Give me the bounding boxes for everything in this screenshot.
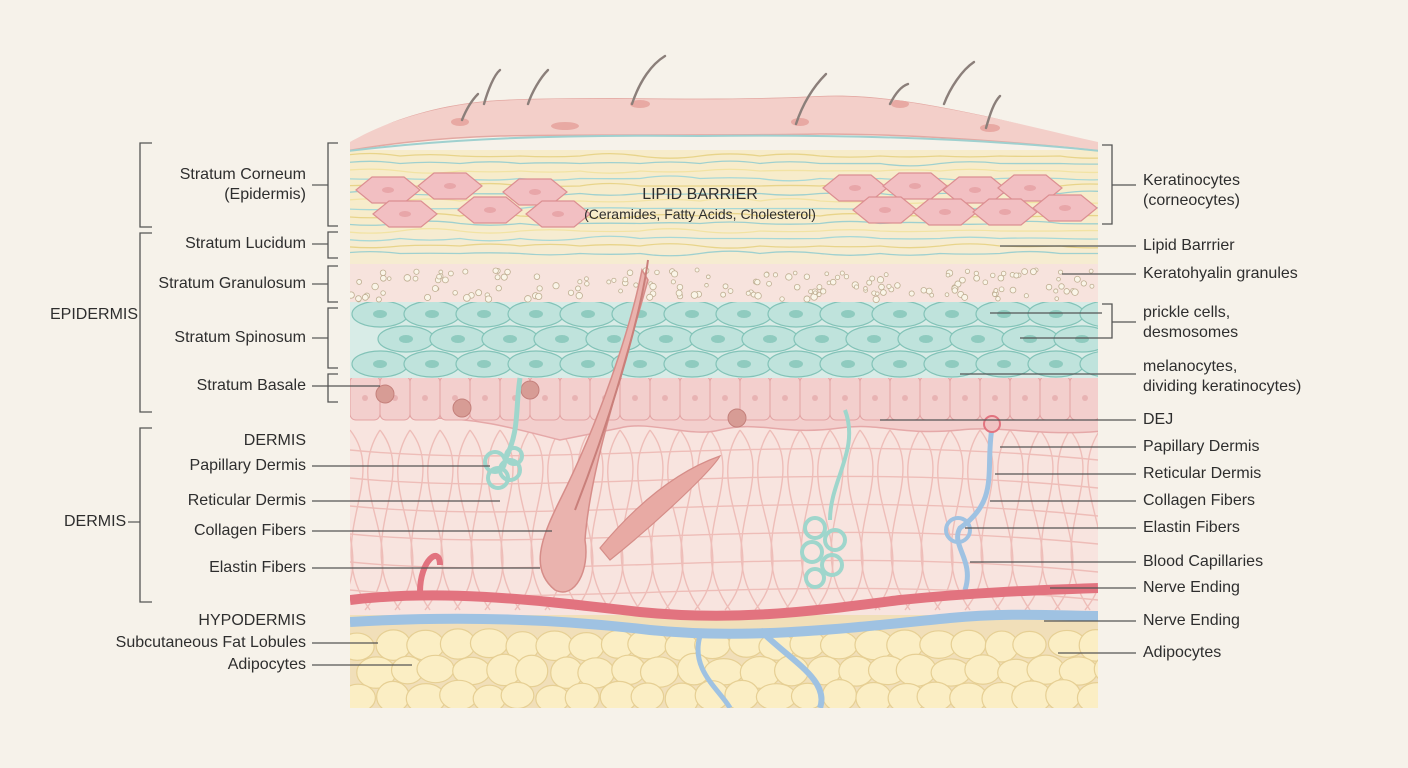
sweat-gland-2 <box>800 516 847 589</box>
prickle-cells <box>351 300 1098 378</box>
label-dej: DEJ <box>1143 411 1174 428</box>
artery <box>350 583 1098 621</box>
label-keratinocytes-sub: (corneocytes) <box>1143 192 1240 209</box>
nerve-loop <box>944 516 972 544</box>
lipid-barrier-title: LIPID BARRIER <box>642 186 758 203</box>
label-collagen-fibers-left: Collagen Fibers <box>193 522 306 539</box>
corneocytes <box>355 172 1098 228</box>
arrector-pili-muscle <box>599 454 722 561</box>
right-brackets <box>1102 144 1113 339</box>
label-reticular-dermis-left: Reticular Dermis <box>187 492 306 509</box>
label-nerve-ending-1: Nerve Ending <box>1143 579 1240 596</box>
label-adipocytes-right: Adipocytes <box>1143 644 1222 661</box>
label-epidermis: EPIDERMIS <box>50 306 139 323</box>
collagen-fibers <box>350 429 1098 611</box>
label-elastin-fibers-right: Elastin Fibers <box>1143 519 1240 536</box>
label-fat-lobules: Subcutaneous Fat Lobules <box>115 634 306 651</box>
label-dermis-group: DERMIS <box>64 513 127 530</box>
label-hypodermis: HYPODERMIS <box>198 612 306 629</box>
basal-cells <box>350 375 1098 428</box>
label-nerve-ending-2: Nerve Ending <box>1143 612 1240 629</box>
left-leader-lines <box>128 184 552 666</box>
label-stratum-granulosum: Stratum Granulosum <box>158 275 306 292</box>
label-keratinocytes: Keratinocytes <box>1143 172 1240 189</box>
label-stratum-basale: Stratum Basale <box>196 377 306 394</box>
lipid-barrier-subtitle: (Ceramides, Fatty Acids, Cholesterol) <box>584 206 816 222</box>
label-blood-capillaries: Blood Capillaries <box>1143 553 1264 570</box>
label-melanocytes: melanocytes, <box>1143 358 1238 375</box>
label-reticular-dermis-right: Reticular Dermis <box>1143 465 1262 482</box>
label-adipocytes-left: Adipocytes <box>227 656 306 673</box>
label-stratum-corneum: Stratum Corneum <box>179 166 306 183</box>
artery-loop <box>417 553 443 593</box>
label-lipid-barrier: Lipid Barrrier <box>1143 237 1235 254</box>
label-dermis-heading: DERMIS <box>243 432 306 449</box>
label-stratum-corneum-sub: (Epidermis) <box>224 186 306 203</box>
nerve-terminal <box>983 415 1001 433</box>
label-keratohyalin: Keratohyalin granules <box>1143 265 1298 282</box>
label-stratum-lucidum: Stratum Lucidum <box>185 235 306 252</box>
label-dividing-keratinocytes: dividing keratinocytes) <box>1143 378 1302 395</box>
label-stratum-spinosum: Stratum Spinosum <box>174 329 306 346</box>
surface-underline <box>350 134 1098 153</box>
sweat-duct-2 <box>828 409 852 521</box>
hair-shaft <box>574 259 649 511</box>
hairs <box>460 54 1002 130</box>
label-prickle-cells: prickle cells, <box>1143 304 1231 321</box>
label-papillary-dermis-right: Papillary Dermis <box>1143 438 1260 455</box>
keratohyalin-granules <box>350 267 1095 303</box>
left-brackets <box>139 142 338 603</box>
skin-layers <box>350 95 1098 708</box>
nerve-fiber <box>955 427 995 591</box>
sweat-gland <box>483 446 524 490</box>
label-elastin-fibers-left: Elastin Fibers <box>209 559 306 576</box>
skin-surface <box>350 95 1098 153</box>
vein <box>350 609 1098 639</box>
right-leader-lines <box>880 184 1136 654</box>
stratum-lucidum-layer <box>350 228 1098 264</box>
label-desmosomes: desmosomes <box>1143 324 1239 341</box>
fat-lobules <box>350 628 1098 708</box>
vein-branch-2 <box>695 635 733 708</box>
vein-branch <box>757 627 825 708</box>
label-papillary-dermis-left: Papillary Dermis <box>189 457 306 474</box>
label-collagen-fibers-right: Collagen Fibers <box>1143 492 1256 509</box>
